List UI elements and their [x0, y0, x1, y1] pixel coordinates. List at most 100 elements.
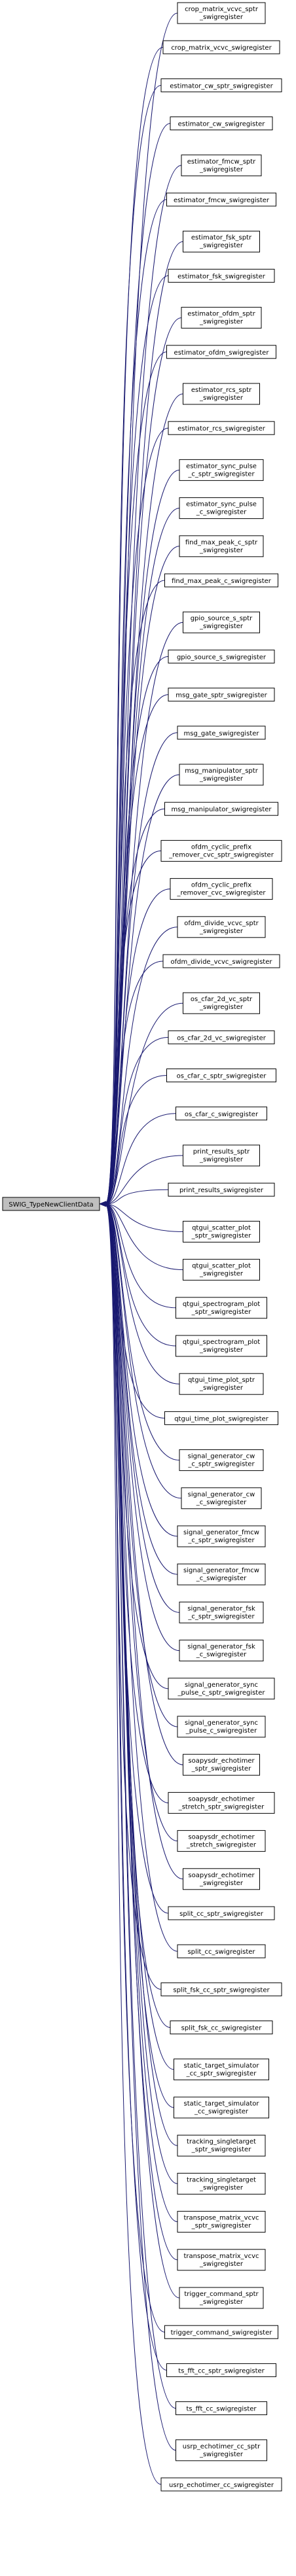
caller-node[interactable]: estimator_fmcw_swigregister [166, 192, 276, 207]
call-edge [105, 1203, 180, 1651]
caller-node[interactable]: gpio_source_s_swigregister [168, 649, 275, 663]
caller-node[interactable]: qtgui_scatter_plot_sptr_swigregister [183, 1220, 260, 1243]
caller-node[interactable]: usrp_echotimer_cc_sptr_swigregister [176, 2439, 267, 2461]
caller-node-box [166, 1068, 276, 1083]
caller-node-label: _cc_swigregister [194, 2108, 249, 2115]
call-edge [105, 926, 178, 1205]
caller-node[interactable]: find_max_peak_c_sptr_swigregister [179, 535, 264, 557]
caller-node[interactable]: static_target_simulator_cc_swigregister [174, 2096, 269, 2119]
call-edge [105, 1203, 183, 1271]
caller-node-label: estimator_cw_swigregister [178, 121, 266, 128]
caller-node[interactable]: estimator_fsk_swigregister [168, 268, 275, 283]
caller-node[interactable]: os_cfar_2d_vc_swigregister [168, 1030, 275, 1044]
caller-node[interactable]: soapysdr_echotimer_stretch_sptr_swigregi… [168, 1791, 275, 1814]
caller-node[interactable]: soapysdr_echotimer_swigregister [183, 1868, 260, 1890]
caller-node[interactable]: qtgui_time_plot_sptr_swigregister [179, 1373, 264, 1395]
caller-node[interactable]: os_cfar_c_sptr_swigregister [166, 1068, 276, 1083]
caller-node[interactable]: signal_generator_sync_pulse_c_swigregist… [177, 1716, 266, 1738]
caller-node[interactable]: soapysdr_echotimer_sptr_swigregister [183, 1754, 260, 1776]
caller-node[interactable]: signal_generator_fmcw_c_swigregister [177, 1563, 266, 1585]
caller-node-box [176, 2401, 267, 2416]
caller-node[interactable]: estimator_rcs_sptr_swigregister [183, 383, 260, 405]
call-edge [105, 351, 167, 1205]
caller-node-box [168, 1906, 275, 1920]
caller-node-label: _swigregister [199, 928, 244, 935]
caller-node[interactable]: split_cc_swigregister [177, 1944, 266, 1958]
call-edge [105, 622, 183, 1205]
caller-node-box [183, 1144, 260, 1167]
caller-node-label: qtgui_spectrogram_plot [183, 1301, 260, 1308]
caller-node-label: _pulse_c_swigregister [185, 1727, 257, 1735]
caller-node[interactable]: estimator_fmcw_sptr_swigregister [181, 154, 262, 177]
caller-node[interactable]: crop_matrix_vcvc_sptr_swigregister [177, 2, 266, 24]
caller-node[interactable]: qtgui_spectrogram_plot_sptr_swigregister [176, 1297, 267, 1319]
caller-node[interactable]: ofdm_cyclic_prefix_remover_cvc_swigregis… [170, 878, 273, 900]
caller-node[interactable]: estimator_rcs_swigregister [168, 421, 275, 435]
caller-node[interactable]: msg_manipulator_sptr_swigregister [179, 764, 264, 786]
caller-node-box [168, 1030, 275, 1044]
caller-node[interactable]: tracking_singletarget_swigregister [177, 2172, 266, 2195]
root-node-label: SWIG_TypeNewClientData [9, 1201, 94, 1209]
root-node[interactable]: SWIG_TypeNewClientData [2, 1197, 100, 1211]
caller-node-label: signal_generator_cw [188, 1453, 255, 1460]
caller-node[interactable]: crop_matrix_vcvc_swigregister [162, 40, 280, 54]
caller-node[interactable]: msg_gate_swigregister [177, 726, 266, 740]
caller-node-box [177, 1563, 266, 1585]
caller-node[interactable]: signal_generator_fsk_c_sptr_swigregister [179, 1601, 264, 1623]
caller-node[interactable]: find_max_peak_c_swigregister [164, 573, 278, 588]
caller-node[interactable]: signal_generator_cw_c_sptr_swigregister [179, 1449, 264, 1472]
edges-layer [98, 12, 183, 2485]
caller-node-box [160, 1982, 282, 1996]
caller-node[interactable]: os_cfar_2d_vc_sptr_swigregister [183, 992, 260, 1014]
caller-node[interactable]: gpio_source_s_sptr_swigregister [183, 611, 260, 633]
caller-node[interactable]: ofdm_divide_vcvc_sptr_swigregister [177, 916, 266, 938]
caller-node[interactable]: estimator_fsk_sptr_swigregister [183, 230, 260, 253]
caller-node[interactable]: estimator_cw_swigregister [170, 116, 273, 131]
caller-node[interactable]: split_fsk_cc_swigregister [170, 2020, 273, 2035]
caller-node[interactable]: estimator_sync_pulse_c_swigregister [179, 497, 264, 520]
caller-node[interactable]: static_target_simulator_cc_sptr_swigregi… [174, 2058, 269, 2081]
caller-node-label: _remover_cvc_sptr_swigregister [168, 851, 274, 858]
caller-node-label: split_cc_swigregister [187, 1949, 255, 1956]
caller-node[interactable]: qtgui_spectrogram_plot_swigregister [176, 1335, 267, 1357]
caller-node[interactable]: tracking_singletarget_sptr_swigregister [177, 2134, 266, 2157]
caller-node[interactable]: signal_generator_fmcw_c_sptr_swigregiste… [177, 1525, 266, 1547]
caller-node[interactable]: estimator_sync_pulse_c_sptr_swigregister [179, 459, 264, 481]
caller-node[interactable]: os_cfar_c_swigregister [176, 1106, 267, 1121]
caller-node[interactable]: ts_fft_cc_swigregister [176, 2401, 267, 2416]
caller-node[interactable]: msg_manipulator_swigregister [164, 802, 278, 816]
call-edge [105, 961, 164, 1205]
caller-node-box [177, 1830, 266, 1852]
call-edge [105, 1203, 176, 2451]
caller-node[interactable]: trigger_command_swigregister [164, 2325, 278, 2339]
caller-node-label: find_max_peak_c_swigregister [172, 578, 272, 585]
caller-node-label: estimator_fmcw_swigregister [174, 197, 270, 204]
caller-node-label: msg_gate_sptr_swigregister [176, 692, 267, 699]
caller-node[interactable]: print_results_sptr_swigregister [183, 1144, 260, 1167]
caller-node[interactable]: qtgui_time_plot_swigregister [164, 1411, 278, 1425]
call-edge [105, 1155, 183, 1205]
caller-node[interactable]: usrp_echotimer_cc_swigregister [160, 2477, 282, 2492]
caller-node[interactable]: transpose_matrix_vcvc_sptr_swigregister [177, 2211, 266, 2233]
caller-node[interactable]: trigger_command_sptr_swigregister [179, 2287, 264, 2309]
caller-node[interactable]: print_results_swigregister [168, 1182, 275, 1197]
caller-node[interactable]: qtgui_scatter_plot_swigregister [183, 1259, 260, 1281]
caller-node[interactable]: ts_fft_cc_sptr_swigregister [166, 2363, 276, 2377]
caller-node[interactable]: ofdm_divide_vcvc_swigregister [162, 954, 280, 968]
caller-node[interactable]: transpose_matrix_vcvc_swigregister [177, 2249, 266, 2271]
caller-node[interactable]: split_fsk_cc_sptr_swigregister [160, 1982, 282, 1996]
caller-node[interactable]: msg_gate_sptr_swigregister [168, 688, 275, 702]
caller-node[interactable]: signal_generator_sync_pulse_c_sptr_swigr… [168, 1678, 275, 1700]
caller-node[interactable]: signal_generator_fsk_c_swigregister [179, 1640, 264, 1662]
caller-node[interactable]: estimator_cw_sptr_swigregister [160, 78, 282, 92]
caller-node-box [166, 345, 276, 359]
caller-node[interactable]: split_cc_sptr_swigregister [168, 1906, 275, 1920]
caller-node[interactable]: estimator_ofdm_sptr_swigregister [181, 307, 262, 329]
caller-node[interactable]: soapysdr_echotimer_stretch_swigregister [177, 1830, 266, 1852]
caller-node[interactable]: ofdm_cyclic_prefix_remover_cvc_sptr_swig… [160, 839, 282, 862]
caller-node-label: tracking_singletarget [187, 2176, 256, 2183]
caller-node[interactable]: estimator_ofdm_swigregister [166, 345, 276, 359]
caller-node[interactable]: signal_generator_cw_c_swigregister [181, 1487, 262, 1509]
caller-node-box [177, 1944, 266, 1958]
call-edge [105, 694, 169, 1205]
